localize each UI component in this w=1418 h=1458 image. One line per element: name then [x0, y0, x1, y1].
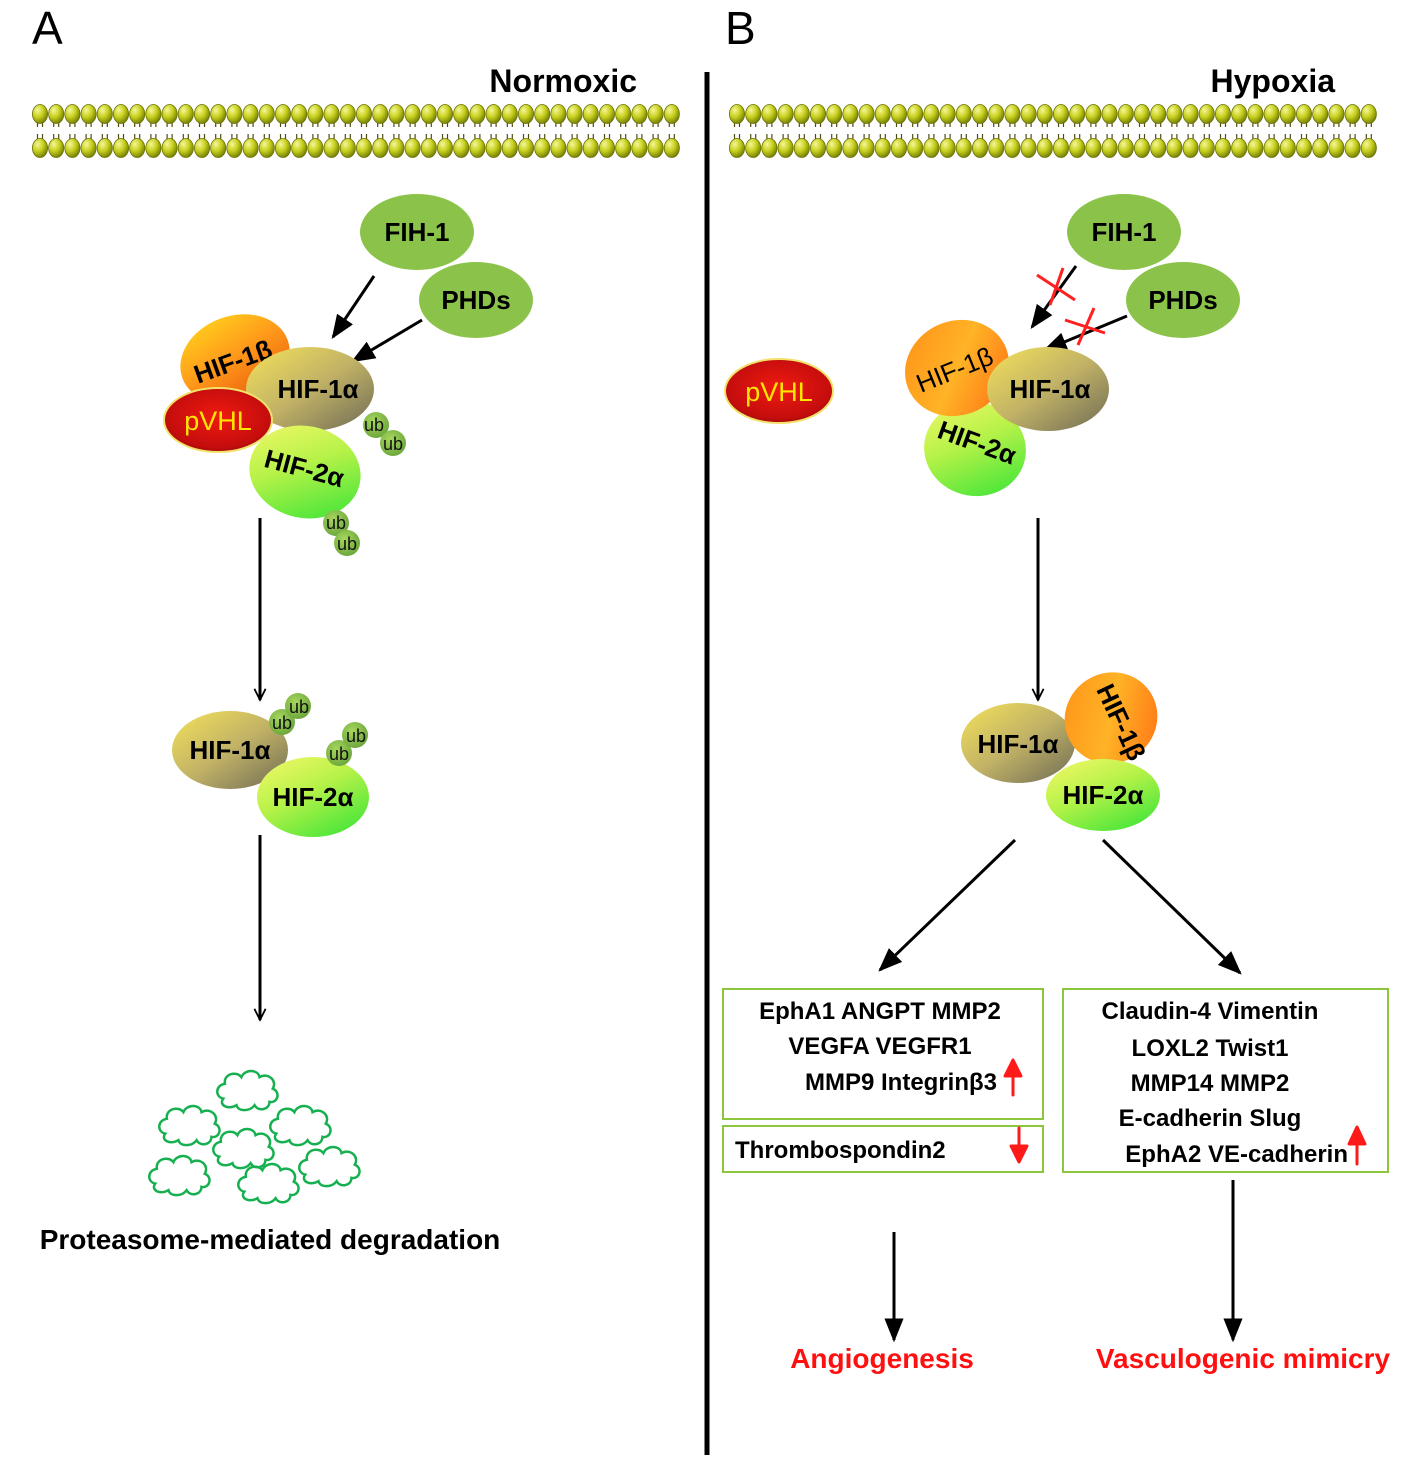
svg-text:ub: ub — [326, 513, 346, 533]
svg-text:HIF-1α: HIF-1α — [278, 374, 359, 404]
vm-gene-line-4: E-cadherin Slug — [1119, 1105, 1302, 1132]
svg-text:HIF-1α: HIF-1α — [1010, 374, 1091, 404]
hif2a-a2: HIF-2α — [257, 757, 369, 837]
svg-text:pVHL: pVHL — [184, 406, 252, 436]
hif1a-b2: HIF-1α — [961, 703, 1075, 783]
svg-text:FIH-1: FIH-1 — [1092, 217, 1157, 247]
vm-gene-line-5: EphA2 VE-cadherin — [1125, 1141, 1348, 1168]
hif2a-a: HIF-2α — [249, 425, 361, 519]
svg-text:ub: ub — [272, 713, 292, 733]
vm-gene-line-2: LOXL2 Twist1 — [1132, 1035, 1289, 1062]
svg-text:ub: ub — [383, 434, 403, 454]
svg-text:PHDs: PHDs — [1148, 285, 1217, 315]
angio-gene-line-1: EphA1 ANGPT MMP2 — [759, 998, 1001, 1025]
panel-a-letter: A — [32, 2, 63, 54]
svg-text:ub: ub — [329, 744, 349, 764]
hif2a-b2: HIF-2α — [1046, 759, 1160, 831]
fih-to-hif1a-arrow-a — [331, 275, 376, 339]
phds-a: PHDs — [419, 262, 533, 338]
phds-arrow-b — [1042, 314, 1128, 352]
outcome-vasculogenic-mimicry: Vasculogenic mimicry — [1096, 1343, 1391, 1374]
angiogenesis-genes-box: EphA1 ANGPT MMP2 VEGFA VEGFR1 MMP9 Integ… — [722, 988, 1044, 1120]
panel-a-condition: Normoxic — [489, 63, 637, 99]
svg-text:HIF-2α: HIF-2α — [1063, 780, 1144, 810]
vm-gene-line-1: Claudin-4 Vimentin — [1102, 998, 1319, 1025]
hif1a-b: HIF-1α — [987, 347, 1109, 431]
ubiquitin-a1: ub ub — [363, 412, 406, 456]
panel-b-letter: B — [725, 2, 756, 54]
membrane-b — [729, 104, 1377, 158]
proteasome-fragments — [148, 1069, 361, 1205]
ubiquitin-a4: ub ub — [326, 722, 368, 766]
arrow-to-vm-genes — [1101, 838, 1242, 975]
svg-text:pVHL: pVHL — [745, 377, 813, 407]
pvhl-b: pVHL — [724, 358, 834, 424]
fih1-a: FIH-1 — [360, 194, 474, 270]
svg-text:PHDs: PHDs — [441, 285, 510, 315]
svg-text:ub: ub — [346, 726, 366, 746]
angio-gene-line-3: MMP9 Integrinβ3 — [805, 1069, 997, 1096]
upregulated-arrow-vm — [1347, 1125, 1367, 1166]
fih1-b: FIH-1 — [1067, 194, 1181, 270]
hif1a-a2: HIF-1α — [172, 711, 288, 789]
panel-b-condition: Hypoxia — [1211, 63, 1336, 99]
hif1a-a: HIF-1α — [246, 347, 374, 431]
hif1b-b: HIF-1β — [905, 319, 1009, 417]
angio-gene-down: Thrombospondin2 — [735, 1137, 946, 1164]
hif2a-b: HIF-2α — [924, 401, 1026, 497]
vasculogenic-mimicry-genes-box: Claudin-4 Vimentin LOXL2 Twist1 MMP14 MM… — [1062, 988, 1389, 1173]
thrombospondin-box: Thrombospondin2 — [722, 1125, 1044, 1173]
svg-text:HIF-1α: HIF-1α — [978, 729, 1059, 759]
phds-to-hif1a-arrow-a — [350, 318, 423, 363]
svg-text:ub: ub — [364, 415, 384, 435]
outcome-angiogenesis: Angiogenesis — [790, 1343, 974, 1374]
angio-gene-line-2: VEGFA VEGFR1 — [788, 1033, 971, 1060]
hif1b-b2: HIF-1β — [1064, 672, 1158, 765]
svg-text:ub: ub — [289, 697, 309, 717]
svg-text:FIH-1: FIH-1 — [385, 217, 450, 247]
svg-text:ub: ub — [337, 534, 357, 554]
phds-b: PHDs — [1126, 262, 1240, 338]
pvhl-a: pVHL — [163, 387, 273, 453]
inhibition-x-phds — [1064, 307, 1106, 346]
ubiquitin-a2: ub ub — [323, 510, 360, 556]
membrane-a — [32, 104, 680, 158]
upregulated-arrow-angio — [1003, 1058, 1023, 1097]
inhibition-x-fih — [1036, 267, 1076, 306]
svg-text:HIF-1α: HIF-1α — [190, 735, 271, 765]
downregulated-arrow — [1009, 1126, 1029, 1164]
degradation-label: Proteasome-mediated degradation — [40, 1224, 501, 1255]
ubiquitin-a3: ub ub — [269, 693, 311, 735]
svg-text:HIF-2α: HIF-2α — [273, 782, 354, 812]
arrow-to-angiogenesis-genes — [878, 838, 1017, 972]
vm-gene-line-3: MMP14 MMP2 — [1131, 1070, 1290, 1097]
